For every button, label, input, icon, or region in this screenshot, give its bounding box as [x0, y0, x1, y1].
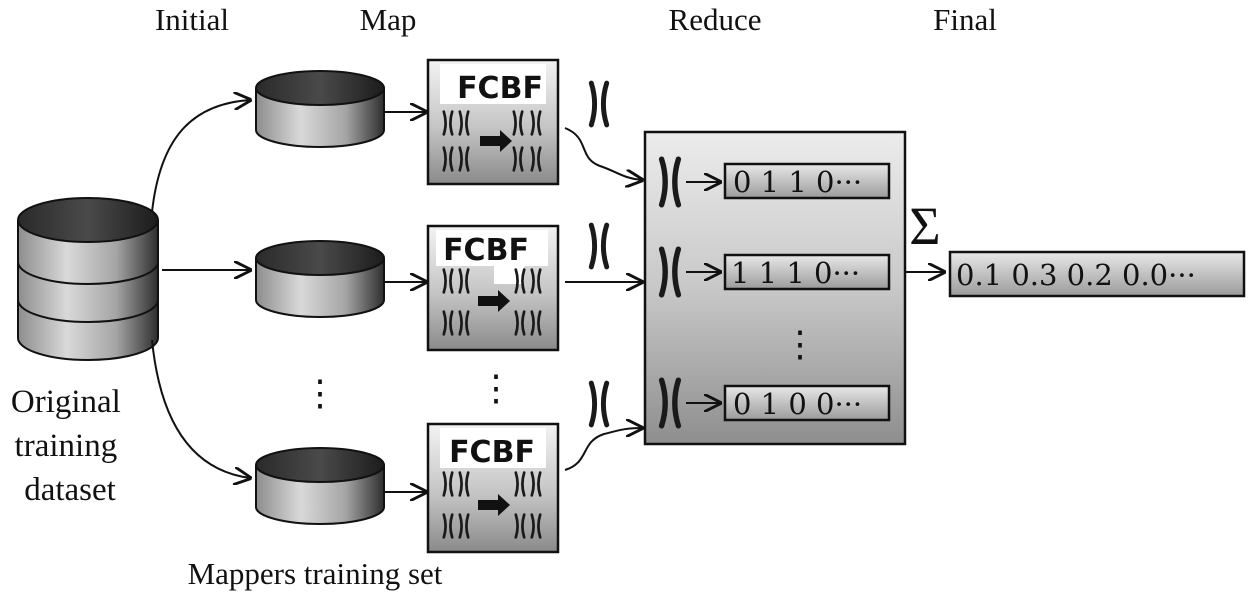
reducer-box: 0 1 1 0··· 1 1 1 0··· ⋮ 0 1 0 0··· — [643, 130, 907, 446]
transform-arrow-icon — [478, 290, 510, 312]
transform-arrow-icon — [480, 130, 512, 152]
left-label-line-2: training — [15, 428, 118, 464]
ellipsis-vectors: ⋮ — [782, 324, 818, 364]
stage-label-reduce: Reduce — [669, 2, 762, 37]
stage-label-map: Map — [360, 2, 417, 37]
binary-vector-box — [723, 253, 891, 291]
fcbf-label: FCBF — [449, 435, 535, 470]
fcbf-label: FCBF — [457, 71, 543, 106]
fcbf-mapper-box: FCBF — [426, 422, 560, 554]
chromosome-icon — [591, 225, 606, 267]
transform-arrow-icon — [478, 494, 510, 516]
sum-symbol: Σ — [909, 196, 940, 256]
fcbf-mapper-box: FCBF — [426, 224, 560, 352]
fcbf-label: FCBF — [443, 233, 529, 268]
chromosome-icon — [591, 83, 606, 125]
original-training-dataset-label: Original training dataset — [11, 384, 129, 508]
mapper-database-icon — [255, 240, 385, 318]
left-label-line-3: dataset — [24, 472, 116, 508]
binary-vector-box — [723, 384, 891, 422]
binary-vector-text: 0 1 1 0··· — [733, 165, 862, 199]
mapper-database-icon — [255, 447, 385, 525]
chromosome-icon — [591, 383, 606, 425]
fcbf-mapper-box: FCBF — [426, 58, 560, 186]
mapper-to-reducer-arrow — [564, 428, 642, 471]
original-dataset-database-icon — [17, 197, 159, 361]
stage-label-initial: Initial — [155, 2, 229, 37]
split-arrow-top — [151, 100, 250, 213]
binary-vector-box — [723, 162, 891, 200]
ellipsis-mappers: ⋮ — [478, 368, 514, 408]
mapper-database-icon — [255, 70, 385, 148]
mapper-to-reducer-arrow — [564, 127, 642, 180]
binary-vector-text: 1 1 1 0··· — [731, 256, 860, 290]
left-label-line-1: Original — [11, 384, 121, 420]
binary-vector-text: 0 1 0 0··· — [733, 387, 862, 421]
stage-label-final: Final — [933, 2, 997, 37]
final-vector-box — [948, 250, 1246, 298]
ellipsis-databases: ⋮ — [302, 373, 338, 413]
split-arrow-bottom — [151, 339, 250, 478]
mappers-training-set-label: Mappers training set — [188, 556, 443, 591]
final-vector-text: 0.1 0.3 0.2 0.0··· — [956, 258, 1196, 292]
